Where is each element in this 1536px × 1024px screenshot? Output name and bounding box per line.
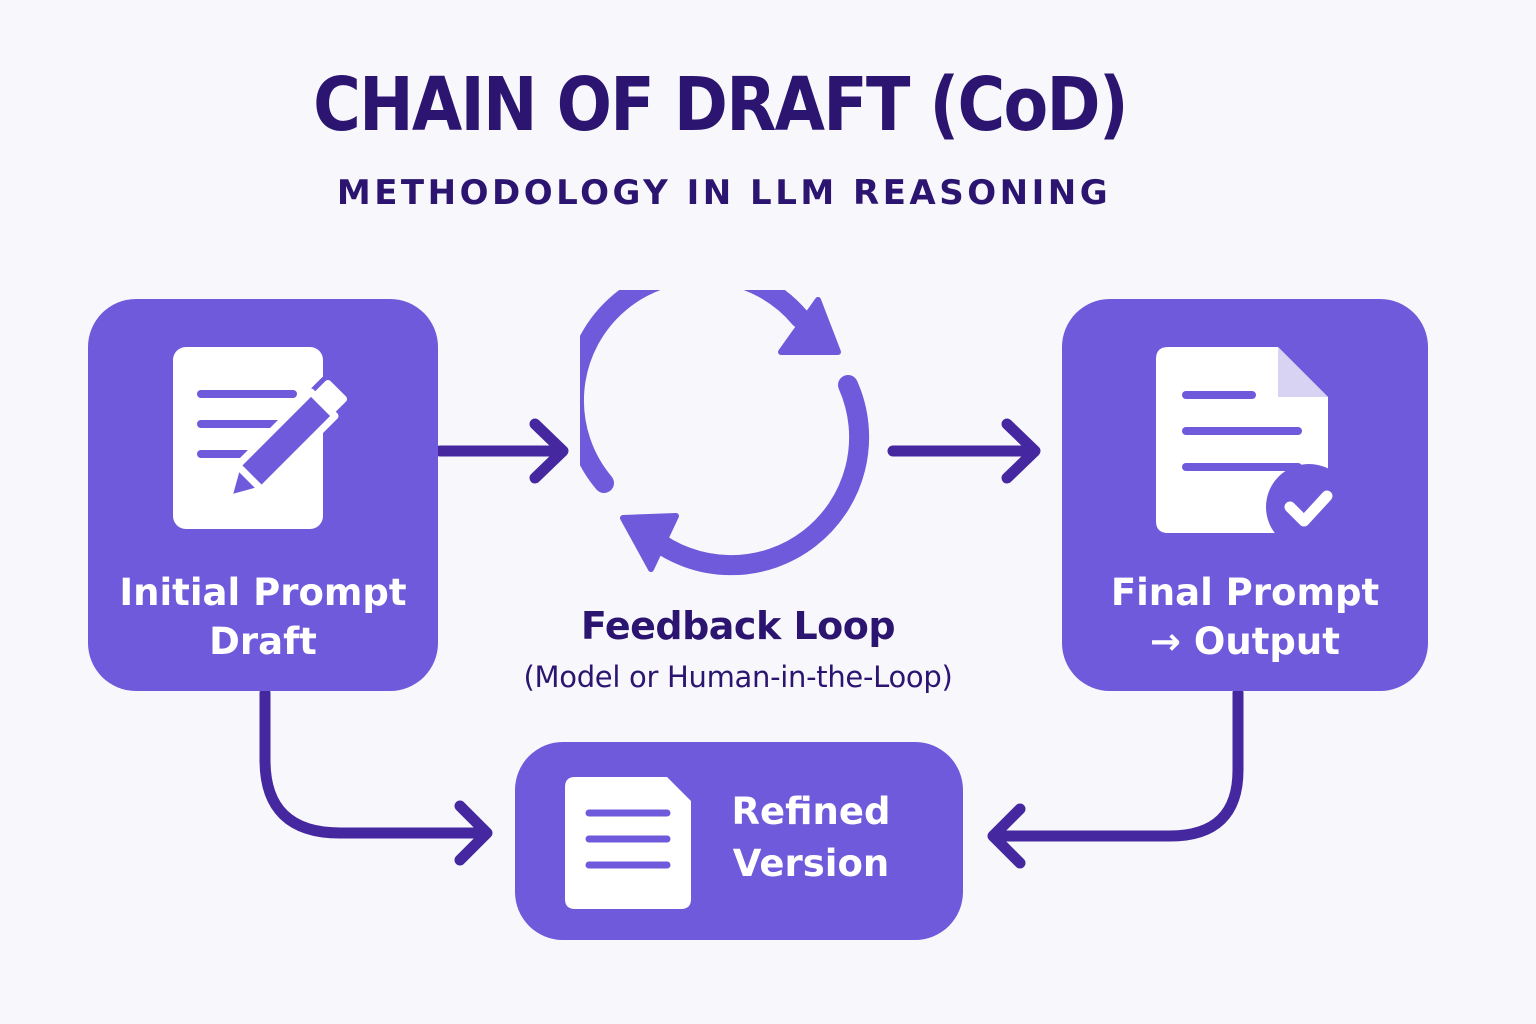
refined-version-node: Refined Version bbox=[515, 742, 963, 940]
arrow-final-to-refined bbox=[987, 687, 1244, 869]
initial-prompt-draft-node: Initial Prompt Draft bbox=[88, 299, 438, 691]
feedback-loop-subtitle: (Model or Human-in-the-Loop) bbox=[523, 660, 953, 694]
initial-node-label-line1: Initial Prompt bbox=[119, 571, 407, 614]
arrow-initial-to-refined bbox=[259, 687, 493, 866]
page-subtitle: METHODOLOGY IN LLM REASONING bbox=[336, 173, 1112, 213]
arrow-initial-to-feedback bbox=[434, 418, 569, 484]
final-node-label: Final Prompt → Output bbox=[1062, 568, 1428, 666]
final-node-label-line2: → Output bbox=[1150, 620, 1340, 663]
initial-node-label-line2: Draft bbox=[209, 620, 317, 663]
feedback-loop-title: Feedback Loop bbox=[580, 604, 896, 648]
document-check-icon bbox=[1156, 347, 1344, 541]
final-node-label-line1: Final Prompt bbox=[1110, 571, 1380, 614]
page-title: CHAIN OF DRAFT (CoD) bbox=[313, 62, 1128, 148]
initial-node-label: Initial Prompt Draft bbox=[88, 568, 438, 666]
refined-node-label: Refined Version bbox=[721, 786, 901, 890]
refined-node-label-line2: Version bbox=[732, 842, 890, 885]
document-icon bbox=[565, 777, 691, 909]
cycle-arrows-icon bbox=[580, 290, 870, 576]
document-pencil-icon bbox=[173, 347, 353, 529]
arrow-feedback-to-final bbox=[887, 418, 1041, 484]
final-prompt-output-node: Final Prompt → Output bbox=[1062, 299, 1428, 691]
refined-node-label-line1: Refined bbox=[731, 790, 891, 833]
